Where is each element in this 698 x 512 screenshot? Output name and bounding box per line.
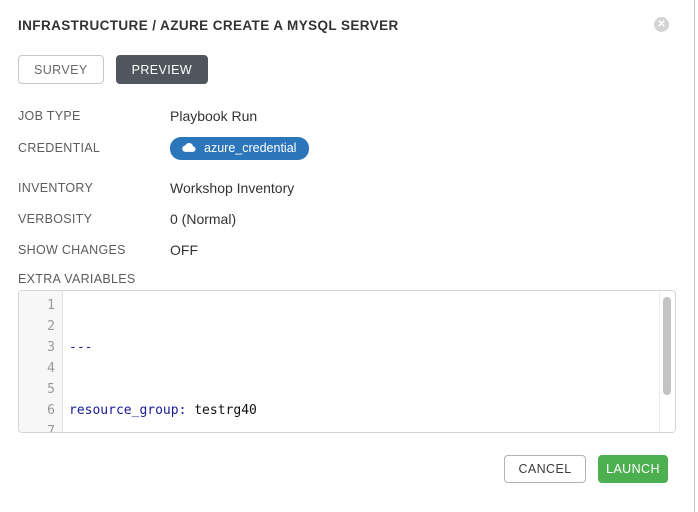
modal-header: INFRASTRUCTURE / AZURE CREATE A MYSQL SE… <box>18 14 680 33</box>
line-number: 2 <box>47 319 55 334</box>
verbosity-value: 0 (Normal) <box>170 210 237 227</box>
line-number: 6 <box>47 403 55 418</box>
detail-row-credential: CREDENTIAL azure_credential <box>18 136 680 160</box>
verbosity-label: VERBOSITY <box>18 211 93 226</box>
detail-row-job-type: JOB TYPE Playbook Run <box>18 105 680 126</box>
extra-variables-editor[interactable]: 1 2 3 4 5 6 7 --- resource_group: testrg… <box>18 290 676 433</box>
modal-footer: CANCEL LAUNCH <box>504 455 668 483</box>
code-line: --- <box>69 340 93 355</box>
tab-preview[interactable]: PREVIEW <box>115 55 209 84</box>
credential-label: CREDENTIAL <box>18 141 101 155</box>
credential-badge[interactable]: azure_credential <box>170 136 310 160</box>
show-changes-value: OFF <box>170 241 198 258</box>
inventory-value: Workshop Inventory <box>170 179 295 196</box>
cancel-button[interactable]: CANCEL <box>504 455 586 483</box>
window-right-border <box>694 0 695 512</box>
close-icon[interactable]: ✕ <box>654 17 669 32</box>
editor-scrollbar-track <box>659 291 675 432</box>
line-number: 7 <box>47 424 55 433</box>
detail-row-verbosity: VERBOSITY 0 (Normal) <box>18 208 680 229</box>
credential-badge-label: azure_credential <box>204 140 297 155</box>
tab-survey[interactable]: SURVEY <box>18 55 104 84</box>
detail-row-show-changes: SHOW CHANGES OFF <box>18 239 680 260</box>
tab-bar: SURVEY PREVIEW <box>18 55 680 84</box>
line-number: 1 <box>47 298 55 313</box>
line-number: 4 <box>47 361 55 376</box>
launch-button[interactable]: LAUNCH <box>598 455 668 483</box>
editor-scrollbar-thumb[interactable] <box>663 297 671 395</box>
extra-variables-label: EXTRA VARIABLES <box>18 272 136 286</box>
line-number: 3 <box>47 340 55 355</box>
cloud-icon <box>181 142 196 153</box>
editor-line-number-gutter: 1 2 3 4 5 6 7 <box>19 291 63 432</box>
editor-code-area[interactable]: --- resource_group: testrg40 location: e… <box>64 295 658 432</box>
show-changes-label: SHOW CHANGES <box>18 242 126 257</box>
job-details: JOB TYPE Playbook Run CREDENTIAL azure_c… <box>18 105 680 433</box>
detail-row-inventory: INVENTORY Workshop Inventory <box>18 177 680 198</box>
job-type-value: Playbook Run <box>170 107 258 124</box>
job-type-label: JOB TYPE <box>18 108 81 123</box>
line-number: 5 <box>47 382 55 397</box>
modal-title: INFRASTRUCTURE / AZURE CREATE A MYSQL SE… <box>18 18 399 33</box>
inventory-label: INVENTORY <box>18 180 94 195</box>
code-line: resource_group: testrg40 <box>69 403 257 418</box>
